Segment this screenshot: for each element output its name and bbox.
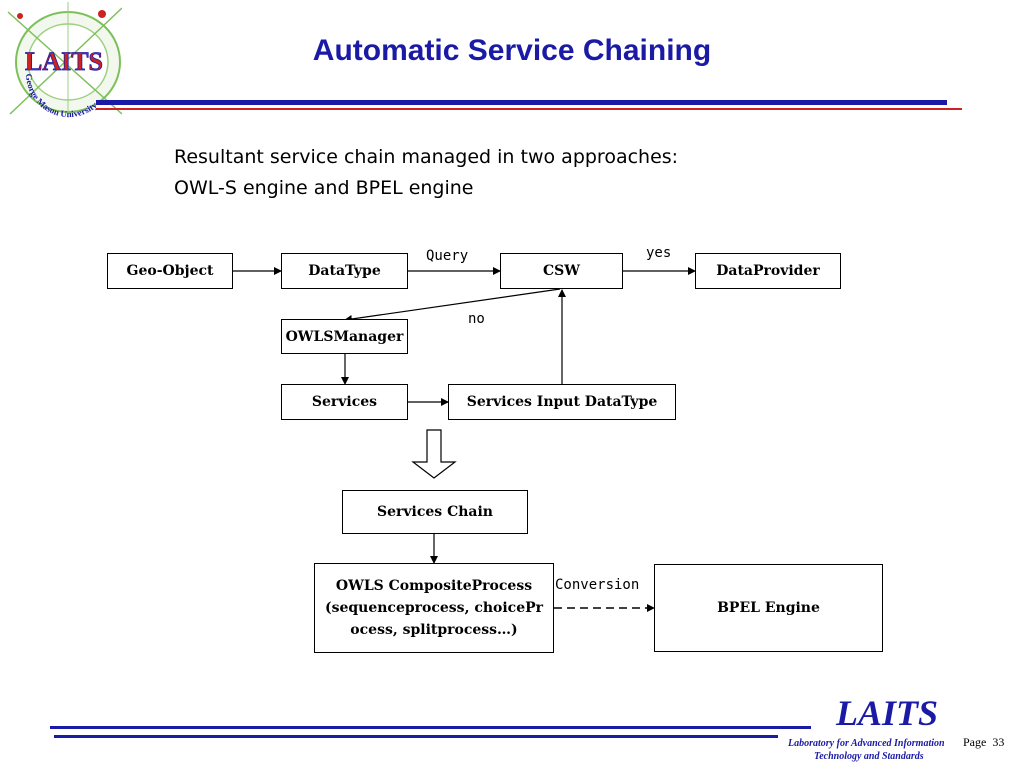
composite-line-2: (sequenceprocess, choicePr xyxy=(324,600,544,616)
footer-brand: LAITS xyxy=(836,693,939,733)
node-services-input-datatype: Services Input DataType xyxy=(448,384,676,420)
node-bpel-engine: BPEL Engine xyxy=(654,564,883,652)
footer-subtitle-line-1: Laboratory for Advanced Information xyxy=(788,738,945,749)
page-number: Page 33 xyxy=(963,735,1004,750)
node-services: Services xyxy=(281,384,408,420)
composite-line-1: OWLS CompositeProcess xyxy=(335,578,533,594)
node-services-chain: Services Chain xyxy=(342,490,528,534)
logo-text: LAITS xyxy=(25,47,103,76)
laits-logo-graphic: LAITS George Mason University xyxy=(7,2,123,119)
footer-rule-blue-2 xyxy=(54,735,778,738)
node-owls-manager: OWLSManager xyxy=(281,319,408,354)
edge-label-yes: yes xyxy=(646,245,672,261)
laits-logo: LAITS George Mason University xyxy=(4,2,123,119)
bullet-line-1: Resultant service chain managed in two a… xyxy=(174,146,679,168)
edge-label-conversion: Conversion xyxy=(555,577,640,593)
edge-csw-to-owlsmanager xyxy=(344,288,561,323)
bullet-line-2: OWL-S engine and BPEL engine xyxy=(174,177,474,199)
node-datatype: DataType xyxy=(281,253,408,289)
header-rule-blue xyxy=(96,100,947,105)
big-down-arrow-icon xyxy=(411,429,457,479)
header-rule-red xyxy=(96,108,962,110)
node-geo-object: Geo-Object xyxy=(107,253,233,289)
page-label: Page xyxy=(963,735,987,749)
edge-label-no: no xyxy=(468,311,485,327)
node-dataprovider: DataProvider xyxy=(695,253,841,289)
node-csw: CSW xyxy=(500,253,623,289)
footer-rule-blue xyxy=(50,726,811,729)
edge-label-query: Query xyxy=(426,248,469,264)
node-owls-composite-process: OWLS CompositeProcess (sequenceprocess, … xyxy=(314,563,554,653)
page-number-value: 33 xyxy=(992,735,1005,749)
composite-line-3: ocess, splitprocess…) xyxy=(350,622,518,638)
footer-subtitle-line-2: Technology and Standards xyxy=(814,751,924,762)
slide-title: Automatic Service Chaining xyxy=(312,34,712,67)
